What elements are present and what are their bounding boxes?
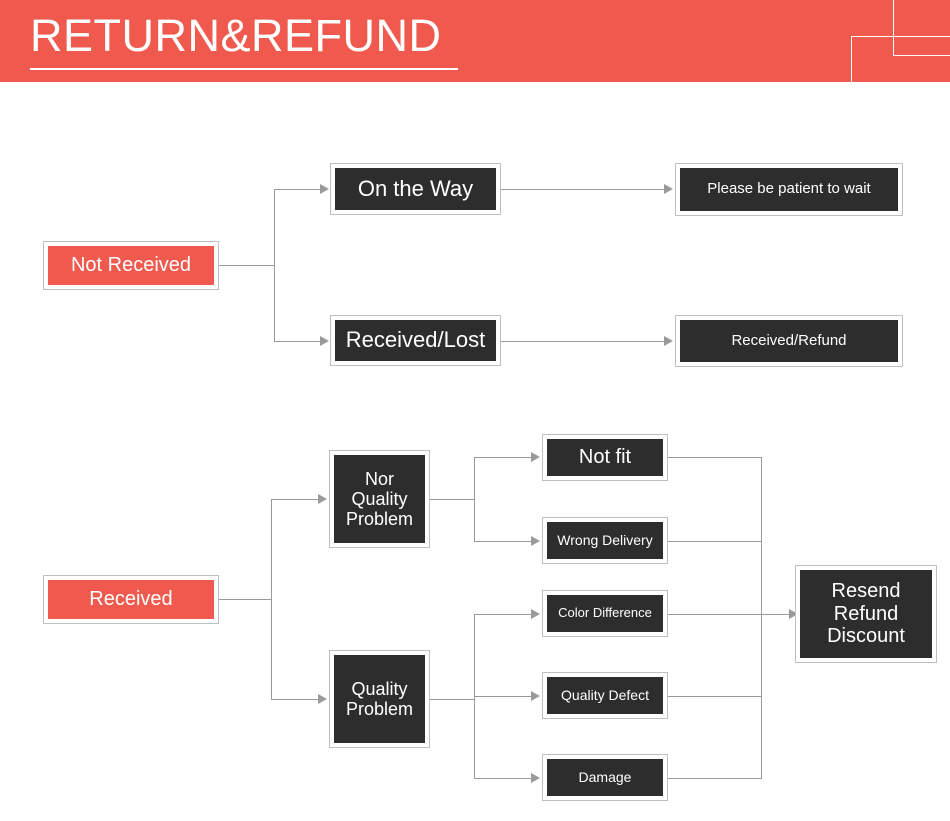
arrow-to-nor-quality-problem xyxy=(318,494,327,504)
connector-to-received-lost xyxy=(274,341,321,342)
title-underline xyxy=(30,68,458,70)
node-not-fit[interactable]: Not fit xyxy=(542,434,668,481)
connector-quality-defect-to-bus xyxy=(668,696,762,697)
connector-received-lost-to-outcome xyxy=(501,341,665,342)
node-color-difference-label: Color Difference xyxy=(547,595,663,632)
node-nor-quality-problem-label: Nor Quality Problem xyxy=(334,455,425,543)
node-not-fit-label: Not fit xyxy=(547,439,663,476)
node-please-be-patient-label: Please be patient to wait xyxy=(680,168,898,211)
connector-quality-out xyxy=(430,699,474,700)
arrow-to-quality-problem xyxy=(318,694,327,704)
node-on-the-way[interactable]: On the Way xyxy=(330,163,501,215)
node-quality-problem[interactable]: Quality Problem xyxy=(329,650,430,748)
node-color-difference[interactable]: Color Difference xyxy=(542,590,668,637)
node-damage-label: Damage xyxy=(547,759,663,796)
decorative-square-tall xyxy=(893,0,950,56)
connector-to-quality-defect xyxy=(474,696,532,697)
connector-to-nor-quality-problem xyxy=(271,499,319,500)
resend-line-2: Refund xyxy=(833,602,899,625)
connector-received-trunk xyxy=(219,599,271,600)
arrow-to-not-fit xyxy=(531,452,540,462)
node-resend-refund-discount-label: Resend Refund Discount xyxy=(800,570,932,658)
node-wrong-delivery-label: Wrong Delivery xyxy=(547,522,663,559)
node-quality-defect[interactable]: Quality Defect xyxy=(542,672,668,719)
node-received-refund-label: Received/Refund xyxy=(680,320,898,362)
arrow-to-color-difference xyxy=(531,609,540,619)
connector-to-color-difference xyxy=(474,614,532,615)
connector-wrong-delivery-to-bus xyxy=(668,541,762,542)
connector-to-on-the-way xyxy=(274,189,321,190)
node-quality-defect-label: Quality Defect xyxy=(547,677,663,714)
nor-quality-problem-line-1: Nor xyxy=(364,468,394,489)
arrow-to-resend-refund-discount xyxy=(789,609,798,619)
quality-problem-line-1: Quality xyxy=(351,678,408,699)
nor-quality-problem-line-2: Quality xyxy=(351,488,408,509)
connector-to-not-fit xyxy=(474,457,532,458)
node-resend-refund-discount[interactable]: Resend Refund Discount xyxy=(795,565,937,663)
node-received-refund[interactable]: Received/Refund xyxy=(675,315,903,367)
node-received-lost[interactable]: Received/Lost xyxy=(330,315,501,366)
node-wrong-delivery[interactable]: Wrong Delivery xyxy=(542,517,668,564)
header-banner: RETURN&REFUND xyxy=(0,0,950,90)
connector-nor-quality-out xyxy=(430,499,474,500)
connector-on-the-way-to-outcome xyxy=(501,189,665,190)
node-received[interactable]: Received xyxy=(43,575,219,624)
arrow-to-received-lost xyxy=(320,336,329,346)
arrow-to-on-the-way xyxy=(320,184,329,194)
connector-not-fit-to-bus xyxy=(668,457,762,458)
connector-not-received-trunk xyxy=(219,265,274,266)
node-quality-problem-label: Quality Problem xyxy=(334,655,425,743)
arrow-to-received-refund xyxy=(664,336,673,346)
connector-merge-bus xyxy=(761,457,762,779)
connector-received-split xyxy=(271,499,272,699)
connector-not-received-split xyxy=(274,189,275,341)
quality-problem-line-2: Problem xyxy=(345,699,414,719)
arrow-to-quality-defect xyxy=(531,691,540,701)
arrow-to-wrong-delivery xyxy=(531,536,540,546)
connector-to-damage xyxy=(474,778,532,779)
node-please-be-patient-to-wait[interactable]: Please be patient to wait xyxy=(675,163,903,216)
decorative-square-wide xyxy=(851,36,950,90)
connector-color-difference-to-bus xyxy=(668,614,762,615)
node-on-the-way-label: On the Way xyxy=(335,168,496,210)
resend-line-1: Resend xyxy=(831,580,901,603)
connector-bus-to-resolution xyxy=(761,614,790,615)
page-title: RETURN&REFUND xyxy=(30,10,442,61)
nor-quality-problem-line-3: Problem xyxy=(345,509,414,530)
node-damage[interactable]: Damage xyxy=(542,754,668,801)
resend-line-3: Discount xyxy=(827,625,905,648)
connector-to-quality-problem xyxy=(271,699,319,700)
node-received-label: Received xyxy=(48,580,214,619)
node-not-received-label: Not Received xyxy=(48,246,214,285)
node-not-received[interactable]: Not Received xyxy=(43,241,219,290)
arrow-to-please-be-patient xyxy=(664,184,673,194)
node-received-lost-label: Received/Lost xyxy=(335,320,496,361)
connector-to-wrong-delivery xyxy=(474,541,532,542)
node-nor-quality-problem[interactable]: Nor Quality Problem xyxy=(329,450,430,548)
arrow-to-damage xyxy=(531,773,540,783)
connector-damage-to-bus xyxy=(668,778,762,779)
connector-nor-quality-bus xyxy=(474,457,475,541)
